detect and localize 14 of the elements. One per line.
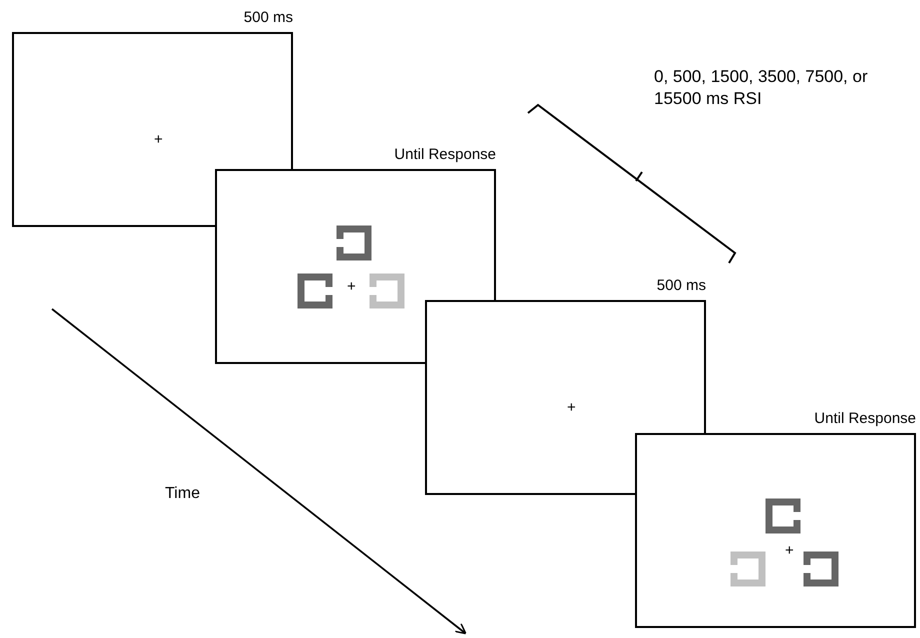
fixation-cross: + xyxy=(785,543,794,558)
screen-frame xyxy=(635,433,916,628)
screen-frame xyxy=(12,32,293,227)
duration-label: 500 ms xyxy=(656,276,706,296)
rsi-note: 0, 500, 1500, 3500, 7500, or 15500 ms RSI xyxy=(654,66,869,110)
screen-frame xyxy=(425,300,706,495)
duration-label: Until Response xyxy=(813,409,916,429)
duration-label: 500 ms xyxy=(242,8,293,28)
fixation-cross: + xyxy=(347,279,356,294)
time-label: Time xyxy=(165,484,200,504)
fixation-cross: + xyxy=(154,132,163,147)
duration-label: Until Response xyxy=(393,145,496,165)
fixation-cross: + xyxy=(567,400,576,415)
screen-frame xyxy=(215,169,496,364)
